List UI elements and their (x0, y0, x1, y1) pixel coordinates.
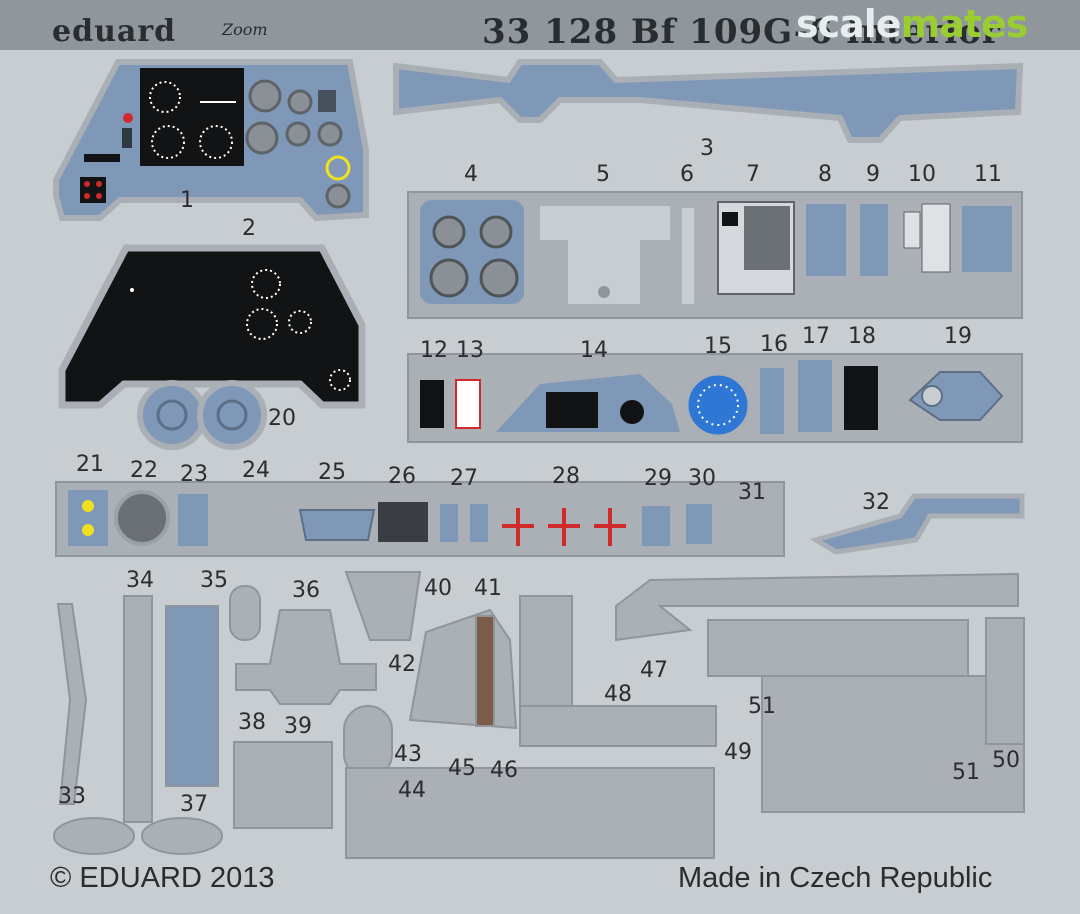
part-number-30: 30 (688, 466, 716, 491)
part-number-42: 42 (388, 652, 416, 677)
part-number-34: 34 (126, 568, 154, 593)
part-number-22: 22 (130, 458, 158, 483)
part-number-15: 15 (704, 334, 732, 359)
part-number-6: 6 (680, 162, 694, 187)
header-band (0, 0, 1080, 50)
part-number-51b: 51 (952, 760, 980, 785)
part-number-36: 36 (292, 578, 320, 603)
part-3-strip (393, 59, 1024, 143)
part-number-19: 19 (944, 324, 972, 349)
parts-row-21-31 (55, 481, 785, 557)
part-number-33: 33 (58, 784, 86, 809)
brand-logo: eduard (52, 14, 177, 49)
part-number-18: 18 (848, 324, 876, 349)
part-number-24: 24 (242, 458, 270, 483)
part-number-21: 21 (76, 452, 104, 477)
part-number-28: 28 (552, 464, 580, 489)
part-number-11: 11 (974, 162, 1002, 187)
set-title: 33 128 Bf 109G-6 interior (482, 12, 1001, 52)
part-number-48: 48 (604, 682, 632, 707)
part-number-17: 17 (802, 324, 830, 349)
part-number-25: 25 (318, 460, 346, 485)
parts-row-4-11 (407, 191, 1023, 319)
parts-row-12-19 (407, 353, 1023, 443)
part-number-44: 44 (398, 778, 426, 803)
part-number-14: 14 (580, 338, 608, 363)
part-number-8: 8 (818, 162, 832, 187)
part-number-16: 16 (760, 332, 788, 357)
lower-parts (53, 571, 1025, 859)
part-number-43: 43 (394, 742, 422, 767)
part-number-29: 29 (644, 466, 672, 491)
watermark-part1: scale (796, 2, 902, 46)
part-number-4: 4 (464, 162, 478, 187)
copyright-text: © EDUARD 2013 (50, 862, 275, 894)
part-number-45: 45 (448, 756, 476, 781)
part-number-41: 41 (474, 576, 502, 601)
part-number-23: 23 (180, 462, 208, 487)
part-number-47: 47 (640, 658, 668, 683)
part-number-1: 1 (180, 188, 194, 213)
watermark: scalemates (796, 2, 1029, 46)
part-1-instrument-panel (53, 59, 369, 222)
part-number-7: 7 (746, 162, 760, 187)
part-number-27: 27 (450, 466, 478, 491)
part-number-37: 37 (180, 792, 208, 817)
part-number-38: 38 (238, 710, 266, 735)
part-number-40: 40 (424, 576, 452, 601)
part-number-3: 3 (700, 136, 714, 161)
part-number-9: 9 (866, 162, 880, 187)
part-20-discs (137, 380, 267, 450)
sub-brand-logo: Zoom (222, 20, 268, 39)
part-number-39: 39 (284, 714, 312, 739)
part-number-26: 26 (388, 464, 416, 489)
part-number-49: 49 (724, 740, 752, 765)
watermark-part2: mates (900, 2, 1029, 46)
part-number-2: 2 (242, 216, 256, 241)
part-number-51a: 51 (748, 694, 776, 719)
part-number-13: 13 (456, 338, 484, 363)
part-2-panel-backing (58, 244, 366, 409)
made-in-text: Made in Czech Republic (678, 862, 993, 894)
part-number-10: 10 (908, 162, 936, 187)
part-number-35: 35 (200, 568, 228, 593)
part-number-12: 12 (420, 338, 448, 363)
part-number-46: 46 (490, 758, 518, 783)
part-number-50: 50 (992, 748, 1020, 773)
part-32-lever (809, 493, 1025, 555)
part-number-20: 20 (268, 406, 296, 431)
part-number-32: 32 (862, 490, 890, 515)
part-number-31: 31 (738, 480, 766, 505)
part-number-5: 5 (596, 162, 610, 187)
